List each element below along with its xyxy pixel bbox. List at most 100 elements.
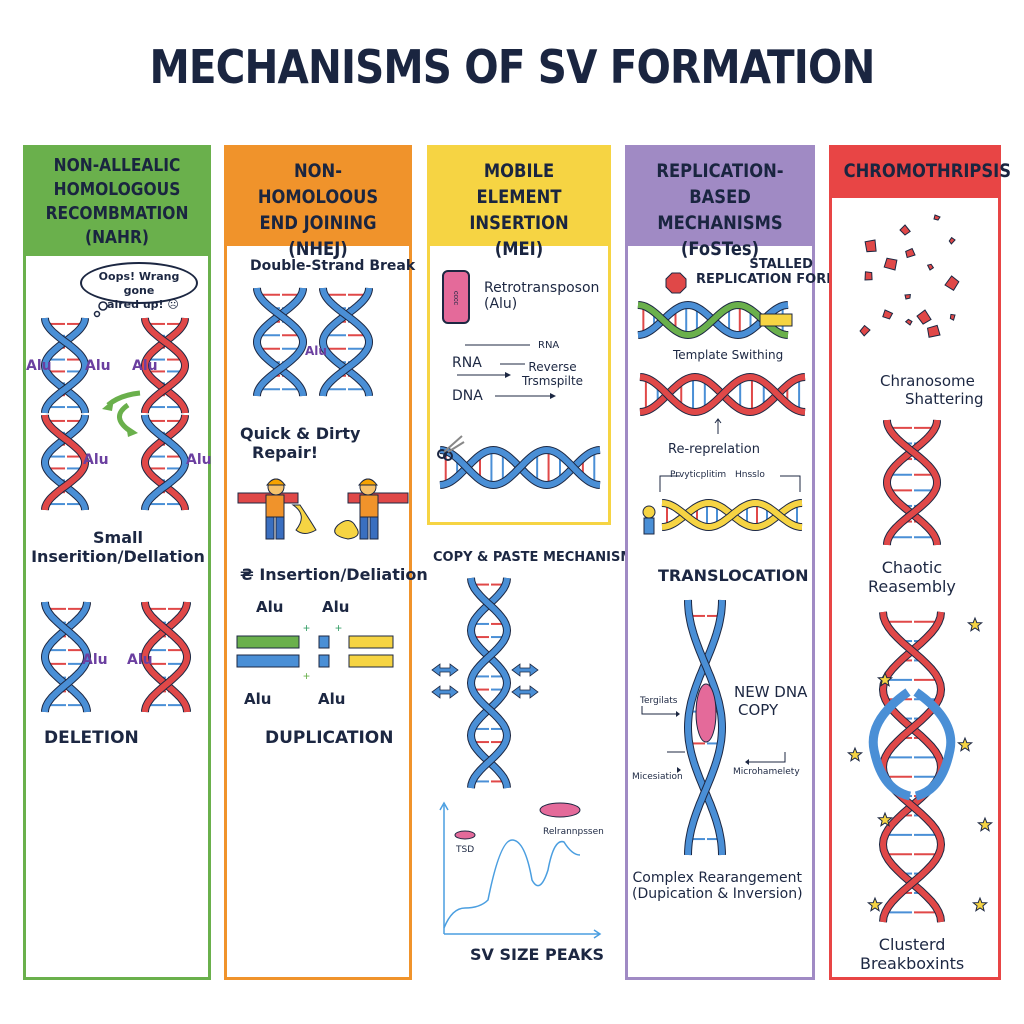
new-strand-block	[759, 313, 793, 327]
label-duplication: DUPLICATION	[265, 728, 394, 748]
strand	[42, 601, 91, 713]
strand	[883, 419, 940, 546]
label-new-dna-copy: NEW DNA COPY	[734, 683, 807, 719]
worker-icon	[642, 505, 656, 535]
text: Repair!	[252, 443, 319, 462]
strand	[684, 599, 725, 856]
bracket-arrows	[659, 475, 801, 492]
label-prvt: Prvyticplitim	[670, 470, 727, 480]
label-chromosome-shattering: Chranosome Shattering	[880, 372, 984, 408]
text: REPLICATION FORK	[696, 272, 837, 287]
header-line: HOMOLOGOUS	[53, 179, 181, 200]
alu-label: Alu	[244, 690, 272, 708]
header-line: NON-HOMOLOOUS	[257, 160, 379, 208]
dna-helix-mixed	[40, 414, 90, 511]
star-icon	[966, 616, 984, 632]
tsd-marker	[454, 830, 476, 840]
dna-helix-red	[140, 601, 192, 713]
header-line: (NHEJ)	[288, 238, 348, 260]
header-line: CHROMOTHRIPSIS	[843, 160, 1011, 182]
thought-bubble: Oops! Wrang gone paired up! ☹	[80, 262, 198, 311]
svg-text:+: +	[303, 621, 310, 635]
strand	[467, 577, 511, 789]
dna-helix-blue	[40, 317, 90, 414]
dna-helix-broken	[252, 287, 308, 397]
dna-helix-blue	[40, 601, 92, 713]
fragment	[949, 313, 956, 321]
header-line: MECHANISMS	[657, 212, 783, 234]
label-rna-small: RNA	[538, 340, 560, 351]
column-nhej: NON-HOMOLOOUS END JOINING (NHEJ)	[224, 145, 412, 980]
text: Reasembly	[868, 577, 956, 596]
strand	[141, 414, 188, 511]
strand	[41, 317, 88, 414]
text: Retrotransposon	[484, 280, 600, 296]
text: Reverse	[528, 360, 577, 374]
fragment	[926, 324, 941, 338]
retrotransposon-icon: cccc	[442, 270, 470, 324]
strand	[142, 414, 189, 511]
retrotransposon-marker	[539, 802, 581, 818]
strand	[42, 317, 89, 414]
dna-helix-red	[882, 419, 942, 546]
header-line: (FoSTes)	[680, 238, 760, 260]
star-icon	[956, 736, 974, 752]
label-clustered-breakpoints: Clusterd Breakboxints	[860, 935, 964, 973]
fragment	[926, 263, 935, 271]
label-double-strand-break: Double-Strand Break	[250, 258, 416, 274]
header-line: NON-ALLEALIC	[53, 155, 181, 176]
thought-dots	[93, 301, 108, 318]
scissors-icon	[437, 435, 465, 461]
label-microsiation: Micesiation	[632, 772, 683, 782]
strand	[141, 317, 188, 414]
text: Clusterd	[878, 935, 946, 954]
fragment	[933, 214, 941, 221]
micro-arrows	[667, 751, 786, 773]
alu-label: Alu	[322, 598, 350, 616]
dna-helix-mixed	[140, 414, 190, 511]
fragment	[883, 257, 898, 271]
alu-label: Alu	[127, 652, 153, 668]
text: COPY	[738, 701, 779, 719]
strand	[467, 577, 511, 789]
label-rereplication: Re-reprelation	[668, 442, 760, 457]
column-chromothripsis: CHROMOTHRIPSIS	[829, 145, 1011, 980]
fragment	[899, 224, 911, 236]
stop-sign-icon	[665, 272, 687, 294]
strand	[320, 287, 373, 397]
text: STALLED	[749, 257, 813, 272]
header-line: (NAHR)	[85, 227, 149, 248]
header-line: MOBILE ELEMENT	[476, 160, 562, 208]
label-rna: RNA	[452, 355, 482, 371]
sv-size-chart	[439, 801, 602, 939]
rna-dna-arrows	[457, 344, 556, 399]
strand	[142, 601, 191, 713]
column-header-mei: MOBILE ELEMENT INSERTION (MEI)	[430, 148, 608, 260]
dna-helix-red	[140, 317, 190, 414]
alu-label: Alu	[186, 452, 212, 468]
svg-text:+: +	[335, 621, 342, 635]
blue-loop	[868, 688, 956, 801]
text: Quick & Dirty	[240, 424, 361, 443]
alu-label: Alu	[85, 358, 111, 374]
bubble-text: Oops! Wrang gone	[98, 270, 180, 297]
fragment	[948, 236, 956, 245]
strand	[884, 419, 941, 546]
column-header-nhej: NON-HOMOLOOUS END JOINING (NHEJ)	[227, 148, 409, 260]
strand	[142, 317, 189, 414]
dna-helix-vertical	[683, 599, 727, 856]
strand	[661, 499, 803, 531]
label-quick-dirty-repair: Quick & Dirty Repair!	[240, 424, 360, 462]
alu-label: Alu	[318, 690, 346, 708]
star-icon	[876, 671, 894, 687]
text: Chranosome	[880, 372, 975, 390]
strand	[42, 414, 89, 511]
header-line: END JOINING	[259, 212, 377, 234]
svg-text:+: +	[303, 669, 310, 683]
label-copy-paste: COPY & PASTE MECHANISM	[433, 550, 634, 565]
label-translocation: TRANSLOCATION	[658, 566, 809, 585]
strand	[253, 287, 306, 397]
label-template: Tergilats	[640, 696, 678, 706]
text: Chaotic	[881, 558, 943, 577]
star-icon	[866, 896, 884, 912]
